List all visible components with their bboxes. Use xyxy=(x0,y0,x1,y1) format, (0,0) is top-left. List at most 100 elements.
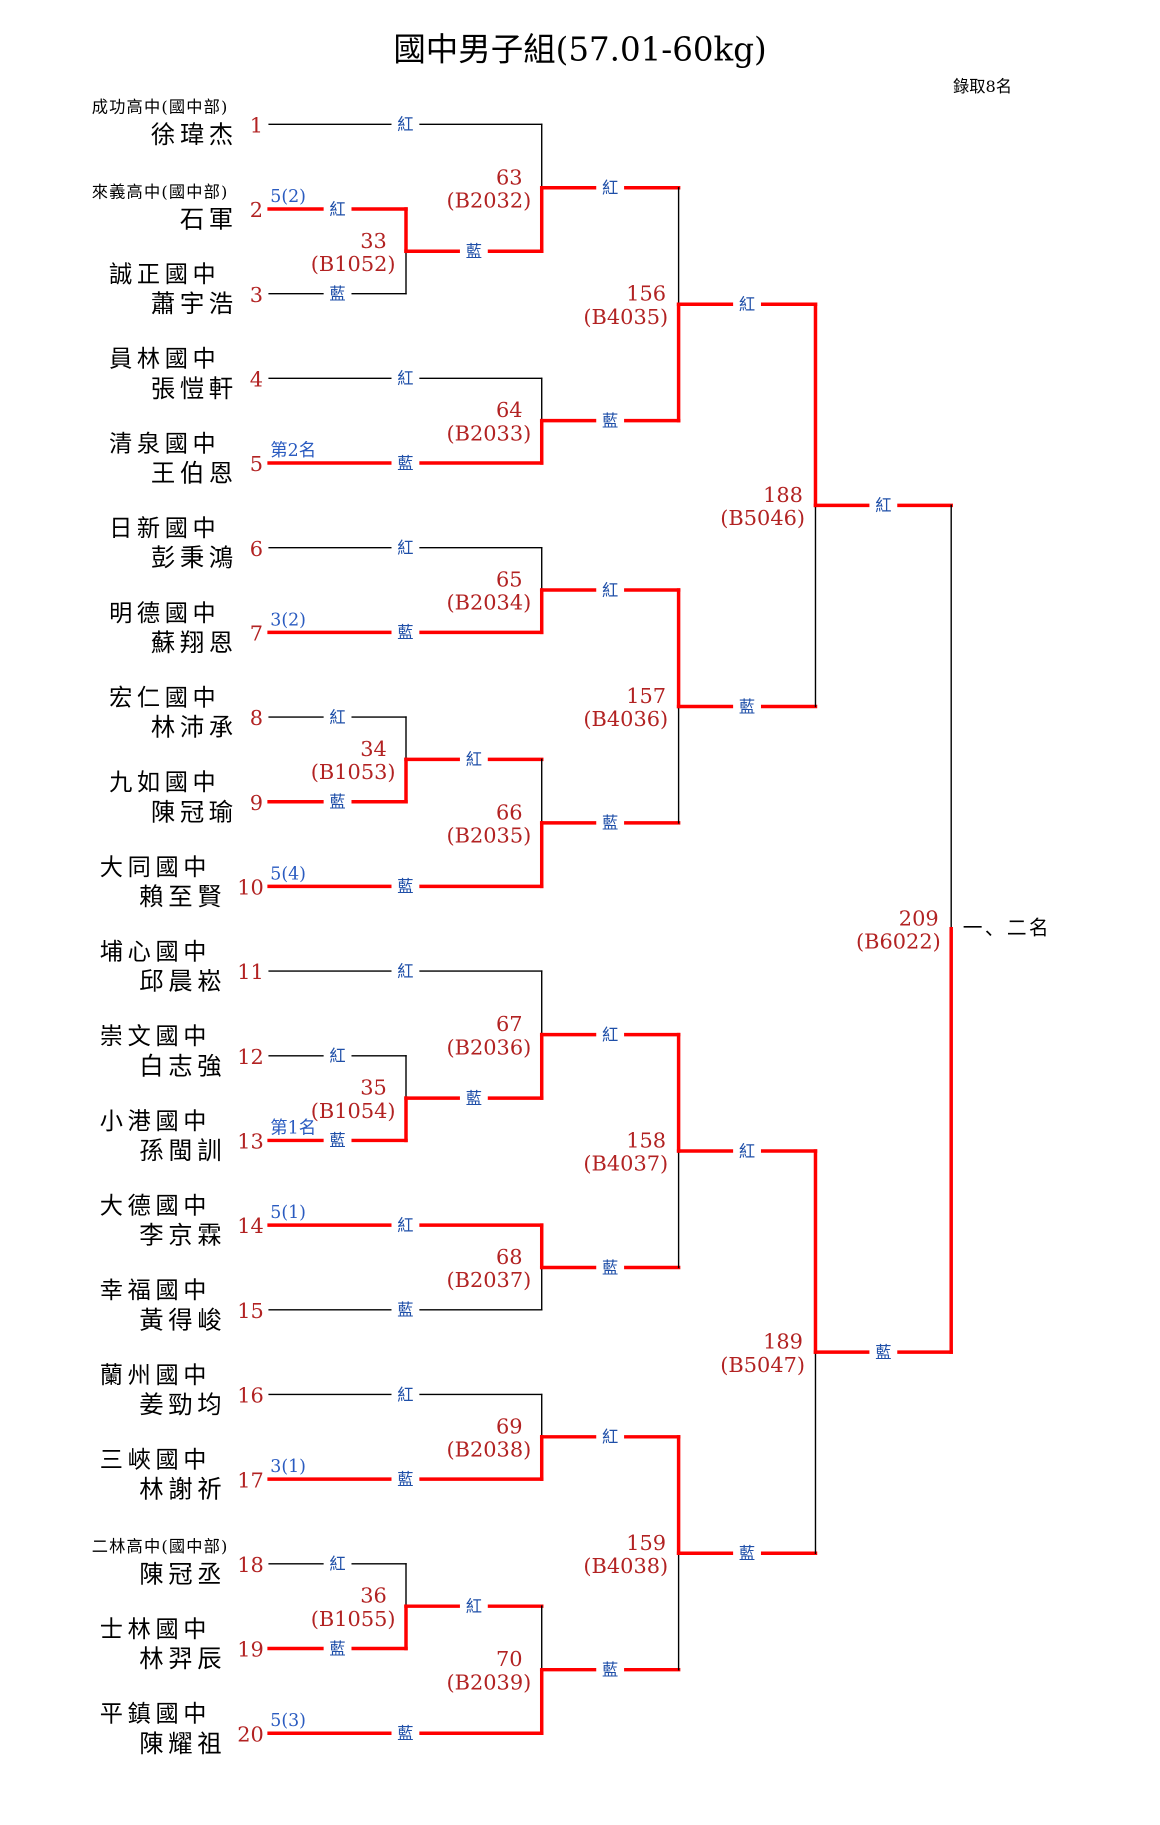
match-number: 63 xyxy=(496,165,523,189)
label-gap xyxy=(596,410,625,432)
match-code: (B4038) xyxy=(583,1554,668,1578)
school-name: 三峽國中 xyxy=(100,1447,211,1474)
match-number: 68 xyxy=(496,1245,523,1269)
corner-red-label: 紅 xyxy=(739,295,755,314)
match-number: 158 xyxy=(626,1129,666,1153)
placement-note: 第2名 xyxy=(270,441,316,461)
match-number: 35 xyxy=(360,1076,387,1100)
corner-red-label: 紅 xyxy=(329,1047,345,1066)
player-name: 王伯恩 xyxy=(151,459,238,488)
match-code: (B2034) xyxy=(447,591,532,615)
label-gap xyxy=(459,1087,488,1109)
label-gap xyxy=(391,1384,420,1405)
placement-note: 第1名 xyxy=(270,1118,316,1138)
corner-blue-label: 藍 xyxy=(739,1544,755,1563)
corner-red-label: 紅 xyxy=(602,1025,618,1044)
label-gap xyxy=(323,1553,352,1575)
corner-blue-label: 藍 xyxy=(329,1639,345,1658)
corner-blue-label: 藍 xyxy=(466,242,482,261)
placement-note: 5(4) xyxy=(270,864,306,884)
match-code: (B2035) xyxy=(447,824,532,848)
school-name: 埔心國中 xyxy=(100,938,211,965)
draw-number: 12 xyxy=(237,1045,264,1069)
player-name: 林羿辰 xyxy=(139,1644,226,1673)
label-gap xyxy=(596,177,625,199)
school-name: 大德國中 xyxy=(100,1193,211,1220)
label-gap xyxy=(323,706,352,728)
label-gap xyxy=(391,113,420,135)
draw-number: 5 xyxy=(250,452,263,476)
draw-number: 8 xyxy=(250,706,263,730)
label-gap xyxy=(391,1468,420,1490)
corner-blue-label: 藍 xyxy=(397,1301,413,1320)
school-name: 二林高中(國中部) xyxy=(92,1537,229,1556)
draw-number: 6 xyxy=(250,537,263,561)
school-name: 大同國中 xyxy=(100,854,211,881)
match-number: 36 xyxy=(360,1584,387,1608)
label-gap xyxy=(391,452,420,474)
corner-red-label: 紅 xyxy=(602,581,618,600)
school-name: 成功高中(國中部) xyxy=(92,98,229,117)
corner-red-label: 紅 xyxy=(397,962,413,981)
label-gap xyxy=(596,1024,625,1046)
school-name: 清泉國中 xyxy=(109,430,220,457)
draw-number: 4 xyxy=(250,367,263,391)
draw-number: 20 xyxy=(237,1722,264,1746)
match-number: 67 xyxy=(496,1012,523,1036)
label-gap xyxy=(391,1299,420,1321)
draw-number: 15 xyxy=(237,1299,264,1323)
school-name: 員林國中 xyxy=(109,346,220,373)
match-number: 66 xyxy=(496,800,523,824)
corner-red-label: 紅 xyxy=(875,496,891,515)
match-code: (B4037) xyxy=(583,1152,668,1176)
corner-red-label: 紅 xyxy=(397,1216,413,1235)
player-name: 蘇翔恩 xyxy=(151,628,238,657)
label-gap xyxy=(459,240,488,262)
match-number: 65 xyxy=(496,568,523,592)
bracket-labels: 紅藍33(B1052)紅藍34(B1053)紅藍35(B1054)紅藍36(B1… xyxy=(311,113,1051,1744)
draw-number: 14 xyxy=(237,1214,264,1238)
corner-blue-label: 藍 xyxy=(397,454,413,473)
match-code: (B4035) xyxy=(583,305,668,329)
player-name: 陳冠丞 xyxy=(139,1559,226,1588)
draw-number: 2 xyxy=(250,198,263,222)
match-number: 159 xyxy=(626,1531,666,1555)
label-gap xyxy=(391,1722,420,1744)
corner-blue-label: 藍 xyxy=(602,411,618,430)
label-gap xyxy=(596,579,625,601)
label-gap xyxy=(596,1426,625,1448)
corner-blue-label: 藍 xyxy=(397,1470,413,1489)
corner-red-label: 紅 xyxy=(397,538,413,557)
label-gap xyxy=(596,1257,625,1278)
player-name: 李京霖 xyxy=(139,1221,226,1250)
corner-red-label: 紅 xyxy=(329,1555,345,1574)
label-gap xyxy=(869,494,898,516)
match-code: (B2038) xyxy=(447,1438,532,1462)
final-placement-label: 一、二名 xyxy=(963,917,1051,940)
school-name: 士林國中 xyxy=(100,1616,211,1643)
corner-red-label: 紅 xyxy=(466,1597,482,1616)
corner-blue-label: 藍 xyxy=(397,1724,413,1743)
draw-number: 13 xyxy=(237,1130,264,1154)
match-number: 64 xyxy=(496,398,523,422)
school-name: 崇文國中 xyxy=(100,1023,211,1050)
match-code: (B5047) xyxy=(720,1353,805,1377)
placement-note: 3(1) xyxy=(270,1457,306,1477)
label-gap xyxy=(391,875,420,897)
label-gap xyxy=(596,812,625,834)
draw-number: 9 xyxy=(250,791,263,815)
corner-blue-label: 藍 xyxy=(329,793,345,812)
school-name: 九如國中 xyxy=(109,769,220,796)
label-gap xyxy=(323,283,352,305)
label-gap xyxy=(323,1638,352,1659)
